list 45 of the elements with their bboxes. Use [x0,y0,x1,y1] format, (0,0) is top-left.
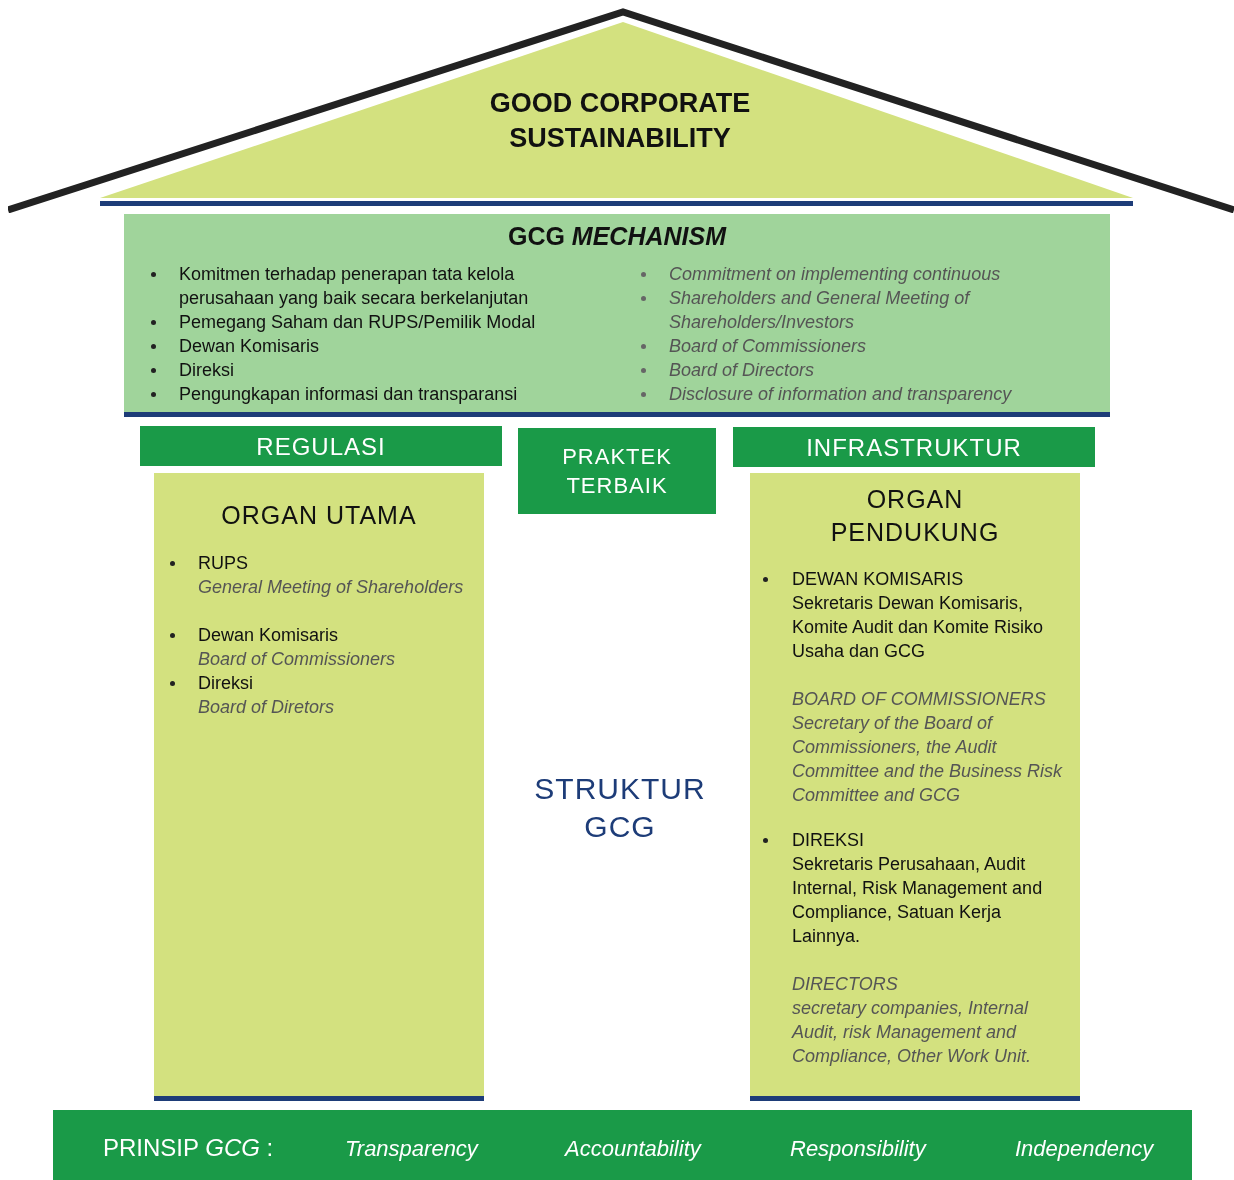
list-item: Board of Diretors [198,696,336,719]
list-item: Dewan Komisaris [179,335,321,358]
list-item: Commitment on implementing continuous [669,263,1002,286]
pillar-panel [154,473,484,1098]
header-box [518,428,716,514]
principle-label: Independency [1015,1136,1154,1162]
foundation-band [53,1110,1192,1180]
header-bar [140,426,502,466]
translation-text: BOARD OF COMMISSIONERS [792,688,1047,711]
pillar-heading: ORGAN UTAMA [220,501,418,530]
list-item: Direksi [179,359,235,382]
list-item: Dewan Komisaris [198,624,340,647]
list-item: General Meeting of Shareholders [198,576,465,599]
roof-triangle [8,8,1234,213]
pillar-heading: ORGAN PENDUKUNG [829,484,1001,548]
translation-text: Secretary of the Board of Commissioners, the Audit Committee and the Business Risk Committee and GCG [792,712,1064,807]
list-item: DIREKSI [792,829,866,852]
principle-label: Accountability [565,1136,701,1162]
header-label: PRAKTEK TERBAIK [561,443,673,500]
translation-text: DIRECTORS [792,973,899,996]
center-label: STRUKTUR GCG [533,771,707,845]
header-label: INFRASTRUKTUR [805,434,1023,462]
list-item: RUPS [198,552,249,575]
list-item: Pengungkapan informasi dan transparansi [179,383,519,406]
header-bar [733,427,1095,467]
principle-label: Transparency [345,1136,478,1162]
list-item: DEWAN KOMISARIS [792,568,965,591]
list-item: Board of Directors [669,359,816,382]
translation-text: secretary companies, Internal Audit, risk Management and Compliance, Other Work Unit. [792,997,1033,1068]
list-item: Disclosure of information and transparency [669,383,1013,406]
mechanism-band [124,214,1110,412]
header-label: REGULASI [255,433,387,461]
list-item: Board of Commissioners [669,335,868,358]
band-heading: PRINSIP GCG : [103,1134,274,1162]
principle-label: Responsibility [790,1136,926,1162]
list-item: Shareholders and General Meeting of Shareholders/Investors [669,287,972,334]
band-heading: GCG MECHANISM [506,222,728,251]
pillar-panel [750,473,1080,1098]
roof-title: GOOD CORPORATE SUSTAINABILITY [488,87,752,155]
list-item: Board of Commissioners [198,648,397,671]
list-item: Sekretaris Dewan Komisaris, Komite Audit dan Komite Risiko Usaha dan GCG [792,592,1045,663]
list-item: Komitmen terhadap penerapan tata kelola perusahaan yang baik secara berkelanjutan [179,263,530,310]
list-item: Direksi [198,672,254,695]
list-item: Pemegang Saham dan RUPS/Pemilik Modal [179,311,537,334]
list-item: Sekretaris Perusahaan, Audit Internal, Risk Management and Compliance, Satuan Kerja Lainnya. [792,853,1044,948]
